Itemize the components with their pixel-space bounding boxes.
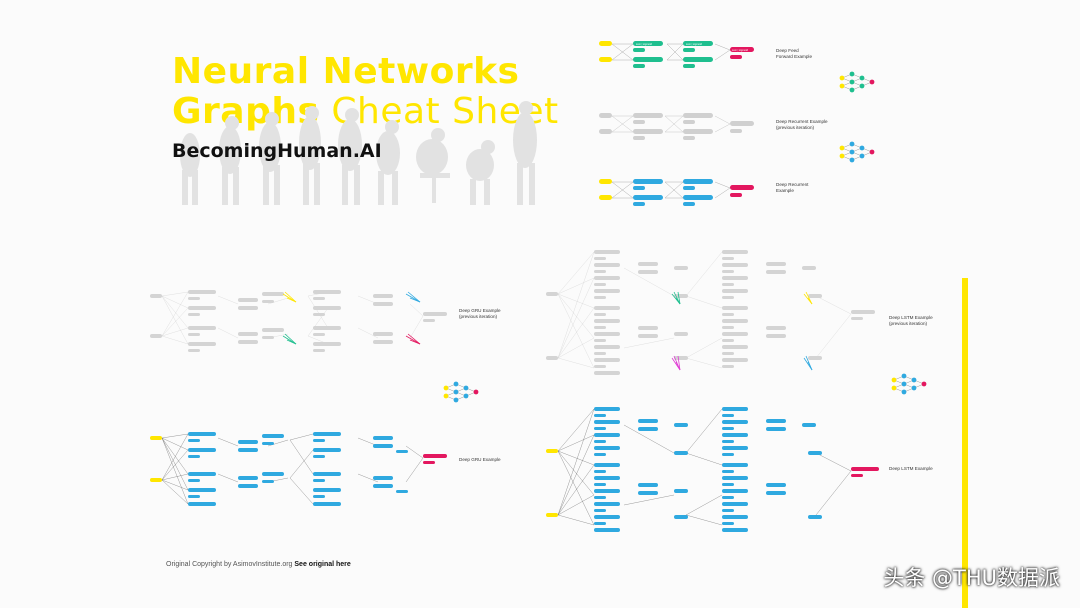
diagram-deep-recurrent xyxy=(599,179,754,206)
copyright-text: Original Copyright by AsimovInstitute.or… xyxy=(166,561,295,568)
label-deep-feed-forward: Deep Feed Forward Example xyxy=(776,48,812,59)
title-line-1: Neural Networks xyxy=(172,51,520,92)
watermark: 头条 @THU数据派 xyxy=(883,566,1060,590)
brand-name: BecomingHuman.AI xyxy=(172,140,382,162)
diagram-deep-gru xyxy=(150,432,447,506)
accent-bar xyxy=(962,278,968,608)
svg-text:sum | sigmoid: sum | sigmoid xyxy=(686,42,703,46)
diagram-deep-gru-previous xyxy=(150,290,447,352)
diagram-deep-lstm xyxy=(546,407,879,532)
network-icon xyxy=(891,373,927,395)
label-deep-lstm: Deep LSTM Example xyxy=(889,466,933,471)
label-deep-recurrent-previous: Deep Recurrent Example (previous iterati… xyxy=(776,119,828,130)
svg-text:sum | sigmoid: sum | sigmoid xyxy=(732,48,749,52)
diagram-deep-recurrent-previous xyxy=(599,113,754,140)
label-deep-recurrent: Deep Recurrent Example xyxy=(776,182,809,193)
title-bold-word: Graphs xyxy=(172,91,320,132)
label-deep-gru: Deep GRU Example xyxy=(459,457,501,462)
silhouettes-illustration xyxy=(180,101,537,205)
network-icon xyxy=(839,141,875,163)
diagram-deep-lstm-previous xyxy=(546,250,875,375)
network-icon xyxy=(839,71,875,93)
label-deep-lstm-previous: Deep LSTM Example (previous iteration) xyxy=(889,315,933,326)
svg-text:sum | sigmoid: sum | sigmoid xyxy=(636,42,653,46)
see-original-link[interactable]: See original here xyxy=(294,561,351,568)
label-deep-gru-previous: Deep GRU Example (previous iteration) xyxy=(459,308,501,319)
copyright-note: Original Copyright by AsimovInstitute.or… xyxy=(166,561,351,568)
network-icon xyxy=(443,381,479,403)
diagram-deep-feed-forward: sum | sigmoid sum | sigmoid sum | sigmoid xyxy=(599,41,754,68)
